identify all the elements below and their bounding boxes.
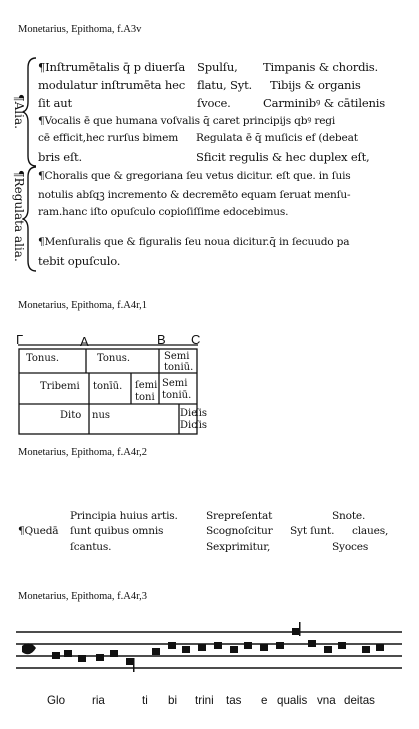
text-line: Syoces bbox=[332, 541, 369, 553]
table-cell: Semi bbox=[162, 378, 188, 389]
text-line: ſit aut bbox=[38, 96, 72, 110]
side-label-regulata: ¶Regulata alia. bbox=[12, 170, 26, 262]
lyric-syllable: qualis bbox=[277, 694, 308, 707]
text-line: ¶Inſtrumētalis q̄ p diuerſa bbox=[38, 60, 186, 74]
caption-folio-a4r-1: Monetarius, Epithoma, f.A4r,1 bbox=[18, 300, 148, 311]
chant-staff bbox=[16, 622, 402, 672]
table-cell: toniū. bbox=[164, 362, 194, 373]
table-cell: Semi bbox=[164, 351, 190, 362]
text-line: Regulata ē q̄ muſicis ef (debeat bbox=[196, 132, 358, 144]
table-cell: toni bbox=[135, 392, 155, 403]
table-cell: Dic bbox=[180, 420, 197, 431]
lyric-syllable: Glo bbox=[47, 694, 66, 707]
table-cell: ſis bbox=[195, 420, 208, 431]
table-cell: nus bbox=[92, 410, 111, 421]
lyric-syllable: deitas bbox=[344, 694, 375, 707]
lyric-syllable: e bbox=[261, 694, 268, 707]
text-line: Spulſu, bbox=[197, 60, 238, 74]
caption-folio-a3v: Monetarius, Epithoma, f.A3v bbox=[18, 24, 142, 35]
lyric-syllable: bi bbox=[168, 694, 178, 707]
text-line: tebit opuſculo. bbox=[38, 254, 121, 268]
table-cell: ſemi bbox=[135, 380, 158, 391]
text-line: ſunt quibus omnis bbox=[70, 525, 164, 537]
text-line: Syt ſunt. bbox=[290, 525, 335, 537]
clef-icon bbox=[22, 643, 36, 655]
lyric-syllable: ria bbox=[92, 694, 105, 707]
lyric-syllable: tas bbox=[226, 694, 242, 707]
text-line: ſcantus. bbox=[70, 541, 112, 553]
text-line: Tibijs & organis bbox=[270, 78, 361, 92]
table-grid bbox=[18, 344, 198, 435]
text-line: Principia huius artis. bbox=[70, 510, 178, 522]
note-letter-c: C bbox=[191, 332, 201, 347]
lyric-syllable: ti bbox=[142, 694, 148, 707]
text-line: Scognoſcitur bbox=[206, 525, 273, 537]
brace-left bbox=[22, 57, 37, 167]
text-line: ¶Menſuralis que & figuralis ſeu noua dic… bbox=[38, 236, 350, 248]
table-cell: toniū. bbox=[162, 390, 192, 401]
table-cell: Dito bbox=[60, 410, 82, 421]
text-line: ¶Choralis que & gregoriana ſeu vetus dic… bbox=[38, 170, 351, 182]
brace-left-2 bbox=[22, 166, 37, 272]
caption-folio-a4r-2: Monetarius, Epithoma, f.A4r,2 bbox=[18, 447, 148, 458]
text-line: ſvoce. bbox=[197, 96, 231, 110]
side-label-alia: ¶Alia. bbox=[12, 94, 26, 129]
table-cell: ſis bbox=[195, 408, 208, 419]
text-line: Carminibꝰ & cātilenis bbox=[263, 96, 386, 110]
text-line: notulis abſqꝫ incremento & decremēto equ… bbox=[38, 189, 351, 201]
text-prefix: ¶Quedā bbox=[18, 525, 59, 537]
note-letter-gamma: Γ bbox=[16, 332, 24, 347]
text-line: Snote. bbox=[332, 510, 366, 522]
lyric-syllable: vna bbox=[317, 694, 336, 707]
text-line: Srepreſentat bbox=[206, 510, 273, 522]
table-cell: Tonus. bbox=[26, 353, 60, 364]
text-line: modulatur inſtrumēta hec bbox=[38, 78, 186, 92]
text-line: Sficit regulis & hec duplex eſt, bbox=[196, 150, 370, 164]
text-line: Sexprimitur, bbox=[206, 541, 271, 553]
table-cell: tonīū. bbox=[93, 381, 123, 392]
text-line: ¶Vocalis ē que humana voſvalis q̄ caret … bbox=[38, 115, 336, 127]
caption-folio-a4r-3: Monetarius, Epithoma, f.A4r,3 bbox=[18, 591, 148, 602]
table-cell: Die bbox=[180, 408, 198, 419]
text-line: Timpanis & chordis. bbox=[263, 60, 379, 74]
neume-group bbox=[52, 622, 384, 672]
text-line: claues, bbox=[352, 525, 389, 537]
note-letter-b: B bbox=[157, 332, 166, 347]
table-cell: Tribemi bbox=[40, 381, 80, 392]
lyric-syllable: trini bbox=[195, 694, 214, 707]
text-line: bris eſt. bbox=[38, 150, 83, 164]
text-line: cē efficit,hec rurſus bimem bbox=[38, 132, 179, 144]
text-line: ram.hanc iſto opuſculo copioſiſſime edoc… bbox=[38, 206, 289, 218]
text-line: flatu, Syt. bbox=[197, 78, 253, 92]
table-cell: Tonus. bbox=[97, 353, 131, 364]
note-letter-a: A bbox=[80, 334, 89, 349]
